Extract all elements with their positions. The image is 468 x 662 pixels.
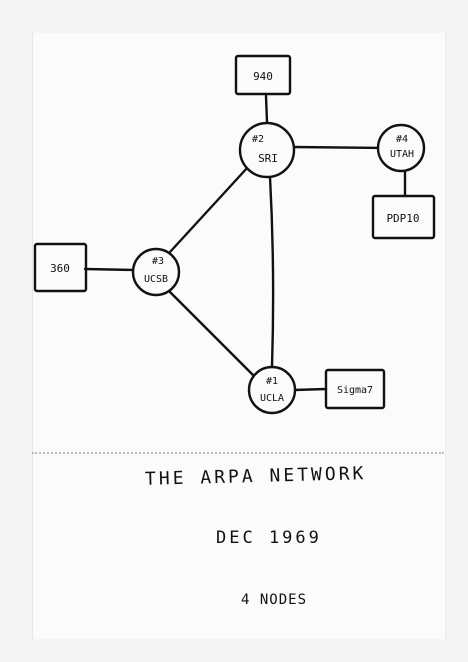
host-box-pdp10 [371,194,436,240]
caption-node-count: 4 NODES [241,592,308,608]
host-box-sigma7 [324,368,386,410]
link-ucsb-360 [83,267,136,272]
node-number-sri: #2 [252,134,264,145]
caption-date: DEC 1969 [216,528,322,548]
paper-sheet [32,33,446,639]
node-circle-ucsb [131,247,181,297]
link-sri-ucla [268,175,275,369]
node-number-ucsb: #3 [152,256,164,267]
node-circle-sri [238,121,296,179]
node-name-sri: SRI [258,152,278,165]
host-box-940 [234,54,292,96]
node-number-ucla: #1 [266,376,278,387]
host-label-pdp10: PDP10 [386,212,419,225]
host-box-360 [33,242,88,293]
link-sri-ucsb [168,165,250,254]
node-name-ucsb: UCSB [144,274,168,285]
node-name-ucla: UCLA [260,393,284,404]
host-label-940: 940 [253,70,273,83]
link-sri-utah [291,145,387,150]
link-ucla-sigma7 [292,387,328,392]
node-circle-utah [376,123,426,173]
node-number-utah: #4 [396,134,408,145]
node-circle-ucla [247,365,297,415]
host-label-360: 360 [50,262,70,275]
fold-line [32,452,444,454]
link-sri-940 [264,94,269,124]
link-ucsb-ucla [166,288,258,380]
host-label-sigma7: Sigma7 [337,385,373,396]
node-name-utah: UTAH [390,149,414,160]
